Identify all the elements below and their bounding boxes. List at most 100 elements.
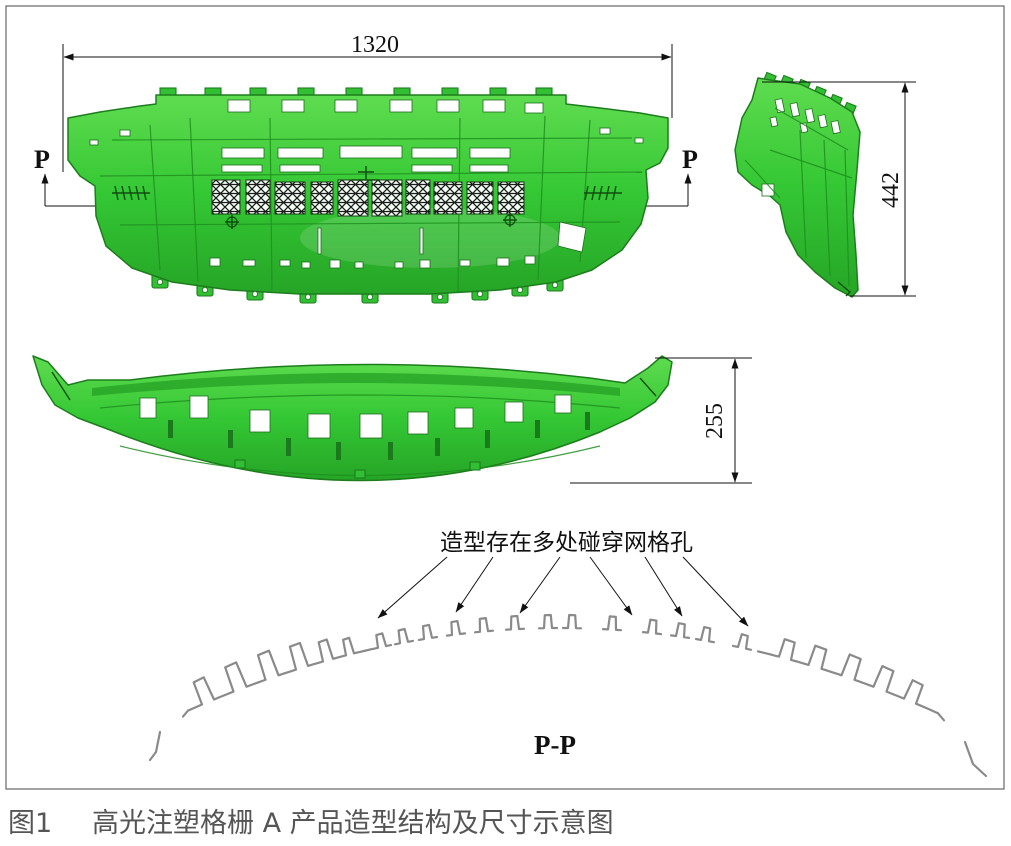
structural-rib	[99, 394, 621, 409]
figure-caption: 图1 高光注塑格栅 A 产品造型结构及尺寸示意图	[8, 808, 614, 839]
window-opening	[139, 397, 157, 419]
dimension-label-width: 1320	[351, 32, 399, 58]
structural-rib	[769, 149, 853, 179]
dimension-label-height: 442	[878, 172, 904, 208]
annotation-text: 造型存在多处碰穿网格孔	[440, 530, 693, 556]
tab-hole	[517, 286, 524, 293]
mounting-hole	[817, 114, 828, 129]
figure-frame	[5, 5, 1005, 790]
figure-caption-text: 高光注塑格栅 A 产品造型结构及尺寸示意图	[92, 808, 614, 839]
structural-rib	[799, 129, 807, 259]
top-view-details	[89, 99, 644, 300]
clip-window	[761, 183, 775, 197]
service-window	[557, 221, 587, 253]
section-rib-piece	[641, 618, 663, 636]
mounting-hole	[317, 227, 322, 255]
mounting-hole	[634, 137, 644, 144]
mounting-hole	[281, 99, 305, 113]
slot-opening	[469, 164, 509, 173]
section-rib-piece	[473, 617, 495, 634]
section-rib-piece	[445, 620, 467, 637]
side-view-details	[744, 98, 853, 297]
slot-opening	[221, 147, 265, 159]
figure-number: 图1	[8, 808, 52, 839]
section-rib-segment-left	[186, 636, 374, 712]
mesh-grid-cell	[211, 179, 241, 215]
mesh-grid-cell	[337, 179, 369, 217]
callout-arrow	[682, 556, 749, 627]
mounting-hole	[482, 99, 506, 113]
mesh-grid-cell	[274, 181, 306, 215]
support-boss	[585, 412, 590, 430]
locator-cross	[503, 213, 517, 227]
window-opening	[359, 413, 383, 439]
annotation-callout: 造型存在多处碰穿网格孔	[377, 530, 749, 627]
bottom-hook	[837, 281, 852, 297]
window-opening	[307, 413, 331, 439]
structural-rib	[844, 149, 850, 287]
support-boss	[535, 420, 540, 438]
structural-rib	[269, 117, 273, 291]
tab-hole	[201, 286, 208, 293]
section-rib-piece	[601, 615, 623, 632]
slot-opening	[279, 164, 321, 173]
mesh-grid-cell	[245, 179, 271, 215]
mounting-hole	[227, 99, 251, 113]
mounting-hole	[394, 261, 404, 269]
section-end-piece-right	[963, 740, 988, 778]
mounting-hole	[329, 259, 341, 269]
slot-opening	[411, 164, 453, 173]
section-rib-piece	[731, 633, 753, 651]
section-marker-left: P	[34, 145, 50, 206]
structural-rib	[111, 137, 633, 141]
tab-hole	[436, 293, 443, 300]
mounting-hole	[524, 255, 536, 265]
callout-arrow	[455, 556, 494, 613]
mounting-hole	[119, 129, 131, 137]
wing-edge	[51, 371, 71, 401]
mesh-grid-cell	[466, 181, 494, 215]
locator-cross	[225, 215, 239, 229]
mounting-hole	[804, 108, 816, 124]
mounting-hole	[354, 261, 364, 269]
mesh-grid-cell	[433, 181, 463, 215]
section-end-hook	[181, 709, 190, 718]
dimension-width: 1320	[62, 32, 673, 172]
window-opening	[407, 411, 429, 435]
mesh-grid-cell	[497, 181, 525, 215]
structural-rib	[189, 117, 199, 283]
mounting-hole	[419, 259, 431, 269]
section-rib-piece	[371, 632, 393, 650]
tab-hole	[476, 290, 483, 297]
slot-opening	[221, 164, 263, 173]
section-marker-right: P	[682, 145, 698, 206]
callout-arrow	[644, 556, 683, 617]
support-boss	[168, 420, 173, 438]
tab-hole	[156, 278, 163, 285]
structural-rib	[823, 139, 831, 277]
mounting-hole	[524, 102, 544, 114]
mesh-grid-cell	[371, 179, 403, 217]
mounting-tab	[354, 469, 366, 479]
top-view-part	[67, 87, 669, 304]
mounting-hole	[89, 139, 99, 146]
tab-hole	[552, 281, 559, 288]
structural-rib	[149, 124, 161, 271]
front-view-inner-surface	[92, 373, 620, 396]
mounting-hole	[334, 99, 358, 113]
section-end-hook	[936, 712, 946, 722]
callout-arrow	[589, 556, 633, 616]
section-rib-segment-right	[756, 638, 940, 715]
mesh-grid-cell	[405, 179, 431, 215]
section-marker-left-label: P	[34, 145, 50, 174]
tab-hole	[366, 293, 373, 300]
callout-arrow	[377, 556, 448, 619]
mounting-hole	[242, 259, 256, 267]
structural-rib	[99, 171, 643, 177]
mounting-hole	[496, 257, 510, 267]
section-marker-right-label: P	[682, 145, 698, 174]
callout-arrow	[519, 556, 561, 614]
mounting-hole	[599, 127, 611, 135]
mounting-hole	[209, 257, 221, 267]
